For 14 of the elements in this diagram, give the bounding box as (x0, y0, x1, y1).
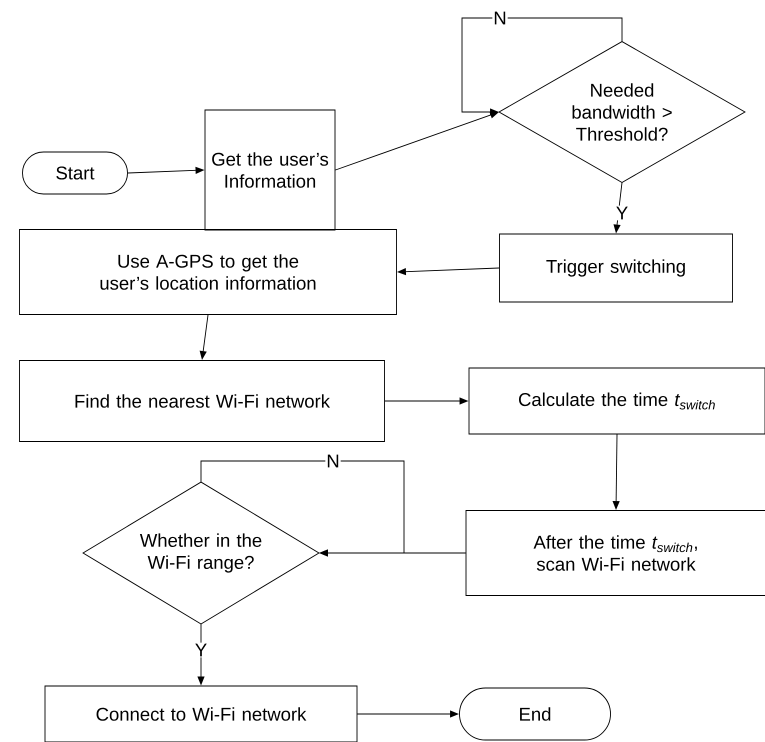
terminal-pill: End (459, 688, 611, 740)
process-box: Connect to Wi-Fi network (44, 686, 358, 742)
terminal-pill: Start (22, 152, 128, 194)
process-box: Find the nearest Wi-Fi network (19, 360, 385, 442)
process-box: After the time t$_{switch}$, scan Wi-Fi network (466, 510, 765, 596)
process-box: Use A-GPS to get the user’s location information (19, 229, 397, 315)
edge-label: Y (194, 642, 208, 658)
edge-label: N (325, 454, 341, 468)
process-box: Calculate the time t$_{switch}$ (468, 368, 765, 434)
process-box: Trigger switching (499, 234, 733, 302)
edge-label: Y (614, 206, 630, 220)
arrow (200, 460, 404, 557)
edge-label: N (492, 10, 508, 26)
process-box: Get the user’s Information (204, 110, 336, 230)
